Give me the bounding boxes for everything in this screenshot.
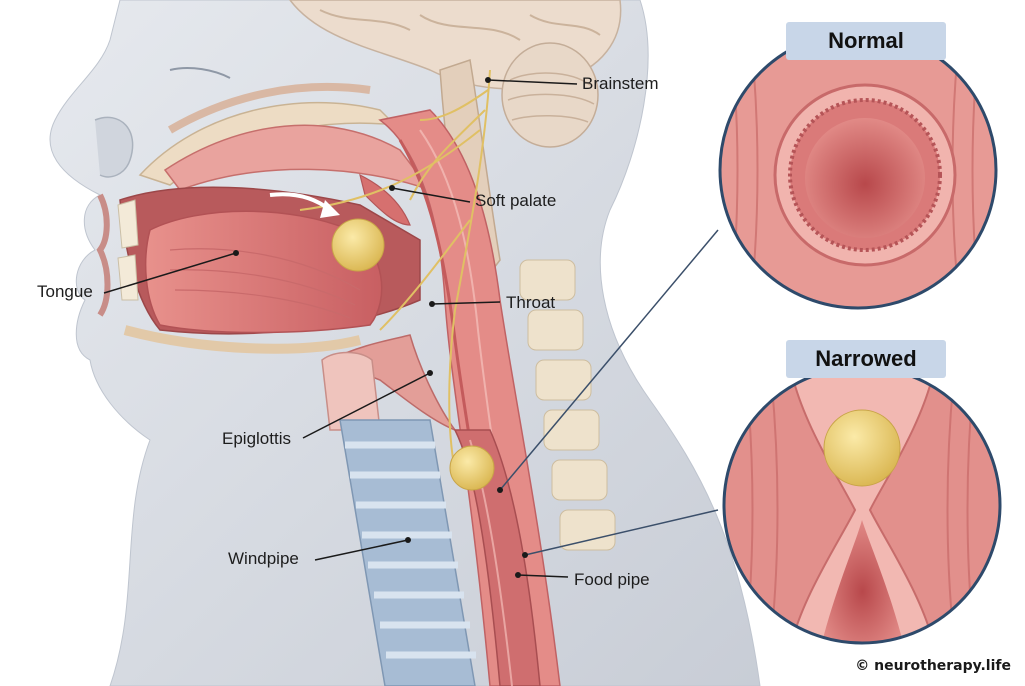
label-epiglottis: Epiglottis [222,429,291,448]
narrowed-panel [722,365,1002,645]
trachea [339,419,476,686]
label-windpipe: Windpipe [228,549,299,568]
narrowed-panel-title: Narrowed [786,340,946,378]
label-tongue: Tongue [37,282,93,301]
brain [289,0,622,302]
normal-panel-title: Normal [786,22,946,60]
credit-text: © neurotherapy.life [855,658,1011,674]
label-food-pipe: Food pipe [574,570,650,589]
leader-dots [233,77,528,578]
bolus-path [269,192,495,491]
label-throat: Throat [506,293,556,312]
label-soft-palate: Soft palate [475,191,557,210]
normal-panel [718,30,998,310]
label-brainstem: Brainstem [582,74,659,93]
spine [519,259,616,551]
leader-lines [103,79,719,578]
larynx [321,334,458,432]
